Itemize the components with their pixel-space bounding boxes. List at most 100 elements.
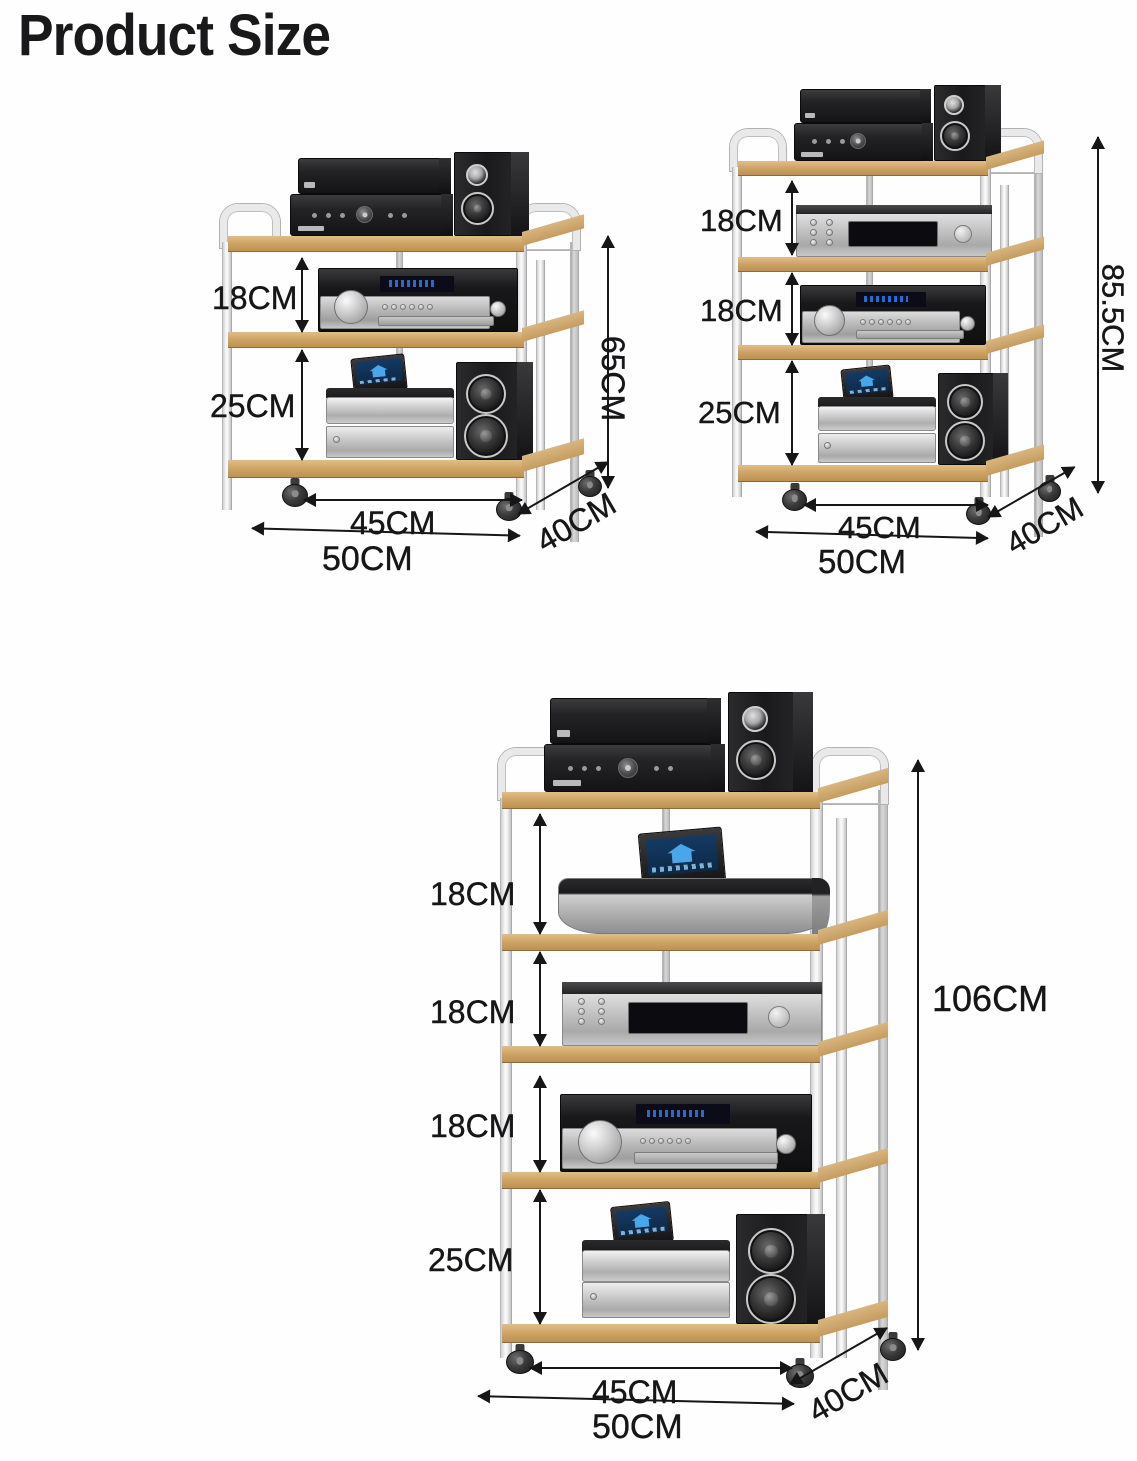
home-icon bbox=[858, 375, 876, 388]
av-amplifier-rack3 bbox=[560, 1094, 812, 1172]
rack3-dim-arrow-106cm bbox=[910, 759, 926, 1351]
rack1-shelf-bottom bbox=[228, 460, 524, 478]
rack1-handle-left bbox=[220, 204, 280, 248]
cd-player-rack1 bbox=[326, 426, 454, 458]
page-title: Product Size bbox=[18, 3, 331, 68]
bookshelf-speaker-rack2-bottom-woofer bbox=[945, 421, 985, 461]
rack1-dim-arrow-45cm bbox=[303, 492, 523, 508]
media-streamer-rack3-bottom bbox=[582, 1240, 730, 1282]
av-receiver-rack2-dpad bbox=[850, 133, 866, 149]
bookshelf-speaker-rack3-bottom bbox=[736, 1214, 825, 1324]
rack1-shelf-middle bbox=[228, 332, 524, 348]
rack2-dim-label-25cm: 25CM bbox=[698, 395, 781, 430]
rack3-dim-arrow-45cm bbox=[529, 1360, 793, 1376]
set-top-box-rack3-upper bbox=[550, 698, 721, 744]
rack3-dim-label-18cm-b: 18CM bbox=[430, 994, 516, 1030]
bookshelf-speaker-bottom-rack1-side bbox=[517, 362, 533, 460]
set-top-box-rack2-upper bbox=[800, 89, 931, 123]
rack1-front-post-left bbox=[222, 242, 232, 510]
av-amplifier-rack2-volume-knob bbox=[814, 305, 845, 336]
media-streamer-rack1-top bbox=[326, 388, 454, 399]
rack3-mid-post bbox=[836, 818, 847, 1358]
rack3-dim-arrow-18cm-c bbox=[532, 1075, 548, 1173]
rack1-shelf-bottom-face bbox=[228, 460, 524, 478]
set-top-box-upper-badge bbox=[304, 182, 315, 188]
bookshelf-speaker-bottom-rack1-woofer bbox=[464, 414, 508, 458]
bookshelf-speaker-rack2-bottom bbox=[938, 373, 1008, 465]
rack2-dim-label-18cm-a: 18CM bbox=[700, 203, 783, 238]
rack1-mid-post bbox=[536, 260, 545, 510]
bookshelf-speaker-rack2-tweeter bbox=[944, 95, 964, 115]
rack3-shelf-4 bbox=[502, 1172, 820, 1189]
rack2-shelf-1 bbox=[738, 161, 988, 176]
bookshelf-speaker-rack2-top bbox=[934, 85, 1001, 161]
av-receiver-rack3-top bbox=[544, 744, 725, 792]
home-icon bbox=[667, 843, 697, 864]
rack3-dim-label-106cm: 106CM bbox=[932, 978, 1049, 1019]
rack2-dim-arrow-45cm bbox=[803, 497, 989, 513]
home-icon bbox=[369, 364, 388, 378]
av-receiver-rack2-top bbox=[794, 123, 933, 161]
cd-player-rack3-bottom bbox=[582, 1282, 730, 1318]
rack2-dim-label-855cm: 85.5CM bbox=[1095, 263, 1131, 373]
rack1-shelf-middle-face bbox=[228, 332, 524, 348]
av-amplifier-rack2-buttons bbox=[860, 319, 911, 325]
bookshelf-speaker-bottom-rack1-mid bbox=[466, 374, 506, 414]
rack2-dim-arrow-25cm bbox=[784, 360, 800, 466]
rack3-shelf-3 bbox=[502, 1046, 820, 1063]
bookshelf-speaker-rack3-bottom-mid bbox=[748, 1228, 794, 1274]
av-amplifier-rack2 bbox=[800, 285, 986, 345]
rack3-dim-arrow-18cm-b bbox=[532, 951, 548, 1047]
av-amplifier-rack3-selector-knob bbox=[776, 1134, 796, 1154]
av-amplifier-rack1 bbox=[318, 268, 518, 332]
av-amplifier-rack1-display bbox=[380, 276, 454, 292]
av-receiver-top-badge bbox=[298, 226, 324, 231]
bookshelf-speaker-top bbox=[454, 152, 529, 236]
av-receiver-rack3-buttons-right bbox=[654, 766, 673, 771]
av-amplifier-rack1-buttons bbox=[382, 304, 433, 310]
av-receiver-top bbox=[290, 194, 453, 236]
rack3-dim-label-45cm: 45CM bbox=[592, 1374, 678, 1410]
rack2-dim-label-45cm: 45CM bbox=[838, 510, 921, 545]
av-receiver-top-buttons bbox=[312, 213, 345, 218]
rack3-dim-arrow-18cm-a bbox=[532, 813, 548, 935]
av-receiver-top-side bbox=[441, 194, 453, 236]
av-amplifier-rack3-display bbox=[636, 1104, 730, 1124]
av-receiver-rack3-buttons bbox=[568, 766, 601, 771]
rack3-dim-arrow-25cm bbox=[532, 1189, 548, 1325]
cd-player-rack2-bottom bbox=[818, 433, 936, 463]
rack2-front-post-left bbox=[732, 167, 742, 497]
av-amplifier-rack2-selector-knob bbox=[960, 316, 975, 331]
rack2-dim-label-50cm: 50CM bbox=[818, 543, 907, 580]
rack3-rear-post-right bbox=[878, 790, 888, 1390]
rack-3-tier: 18CM 25CM 65CM 45CM 50CM 40CM bbox=[210, 150, 650, 590]
media-streamer-rack1 bbox=[326, 388, 454, 424]
media-streamer-rack2 bbox=[818, 397, 936, 431]
bookshelf-speaker-rack2-bottom-mid bbox=[947, 384, 983, 420]
rack1-shelf-top bbox=[228, 236, 524, 252]
rack3-shelf-5 bbox=[502, 1324, 820, 1343]
bookshelf-speaker-bottom-rack1 bbox=[456, 362, 533, 460]
set-top-box-upper bbox=[298, 158, 451, 194]
rack2-dim-label-18cm-b: 18CM bbox=[700, 293, 783, 328]
av-amplifier-rack1-volume-knob bbox=[334, 290, 368, 324]
av-amplifier-rack2-display bbox=[856, 292, 926, 307]
cd-player-rack3-knob bbox=[768, 1006, 790, 1028]
rack3-caster-rear-right bbox=[880, 1332, 906, 1362]
home-icon bbox=[631, 1213, 652, 1228]
cd-player-rack3 bbox=[562, 982, 822, 1046]
rack-4-tier: 18CM 18CM 25CM 85.5CM 45CM 50CM 40CM bbox=[698, 85, 1137, 595]
av-amplifier-rack3-disc-slot bbox=[634, 1152, 778, 1164]
rack2-dim-arrow-18cm-b bbox=[784, 272, 800, 346]
cd-player-rack2-buttons-left2 bbox=[826, 219, 833, 246]
rack2-dim-arrow-855cm bbox=[1090, 136, 1106, 494]
rack1-dim-label-25cm: 25CM bbox=[210, 388, 296, 424]
bookshelf-speaker-top-tweeter bbox=[466, 164, 488, 186]
rack2-dim-arrow-18cm-a bbox=[784, 180, 800, 256]
bookshelf-speaker-rack3-bottom-woofer bbox=[746, 1274, 796, 1324]
rack1-shelf-top-face bbox=[228, 236, 524, 252]
rack2-rear-post-right bbox=[1034, 167, 1043, 537]
cd-player-rack3-buttons-left bbox=[578, 998, 585, 1025]
av-amplifier-rack3-buttons bbox=[640, 1138, 691, 1144]
rack2-shelf-4 bbox=[738, 465, 988, 482]
